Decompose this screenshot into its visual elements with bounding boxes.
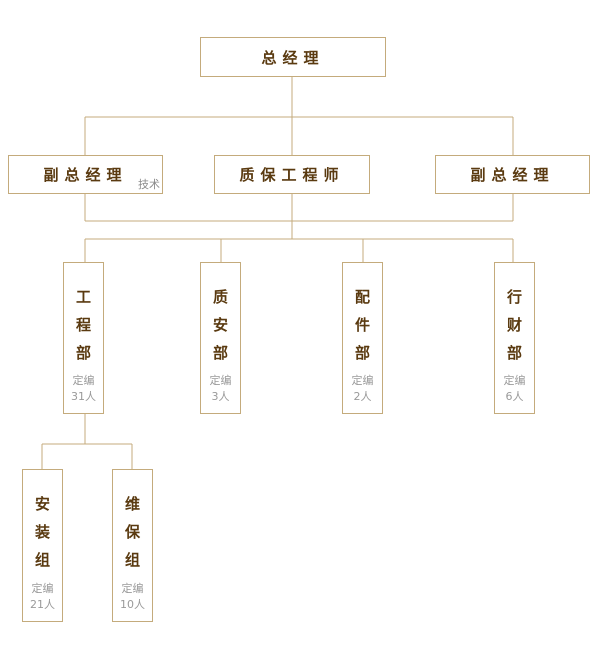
safety-dept-quota: 定编 3人 bbox=[209, 374, 232, 403]
engineering-dept-quota: 定编 31人 bbox=[71, 374, 96, 403]
deputy-gm-box: 副总经理 bbox=[435, 155, 590, 194]
maintenance-group-title: 维保组 bbox=[124, 495, 140, 569]
deputy-gm-title: 副总经理 bbox=[470, 166, 555, 184]
maintenance-group-box: 维保组 定编 10人 bbox=[112, 469, 153, 622]
engineering-dept-title: 工程部 bbox=[75, 288, 91, 362]
parts-dept-title: 配件部 bbox=[354, 288, 370, 362]
ceo-title: 总经理 bbox=[261, 48, 325, 67]
safety-dept-title: 质安部 bbox=[212, 288, 228, 362]
qa-engineer-box: 质保工程师 bbox=[214, 155, 370, 194]
installation-group-title: 安装组 bbox=[34, 495, 50, 569]
admin-finance-dept-title: 行财部 bbox=[506, 288, 522, 362]
maintenance-group-quota: 定编 10人 bbox=[120, 582, 145, 611]
admin-finance-dept-box: 行财部 定编 6人 bbox=[494, 262, 535, 414]
deputy-gm-tech-tag: 技术 bbox=[138, 178, 160, 191]
engineering-dept-box: 工程部 定编 31人 bbox=[63, 262, 104, 414]
deputy-gm-tech-title: 副总经理 bbox=[43, 166, 128, 184]
ceo-box: 总经理 bbox=[200, 37, 386, 77]
parts-dept-quota: 定编 2人 bbox=[351, 374, 374, 403]
qa-engineer-title: 质保工程师 bbox=[239, 166, 345, 184]
installation-group-quota: 定编 21人 bbox=[30, 582, 55, 611]
safety-dept-box: 质安部 定编 3人 bbox=[200, 262, 241, 414]
parts-dept-box: 配件部 定编 2人 bbox=[342, 262, 383, 414]
deputy-gm-tech-box: 副总经理 技术 bbox=[8, 155, 163, 194]
installation-group-box: 安装组 定编 21人 bbox=[22, 469, 63, 622]
admin-finance-dept-quota: 定编 6人 bbox=[503, 374, 526, 403]
